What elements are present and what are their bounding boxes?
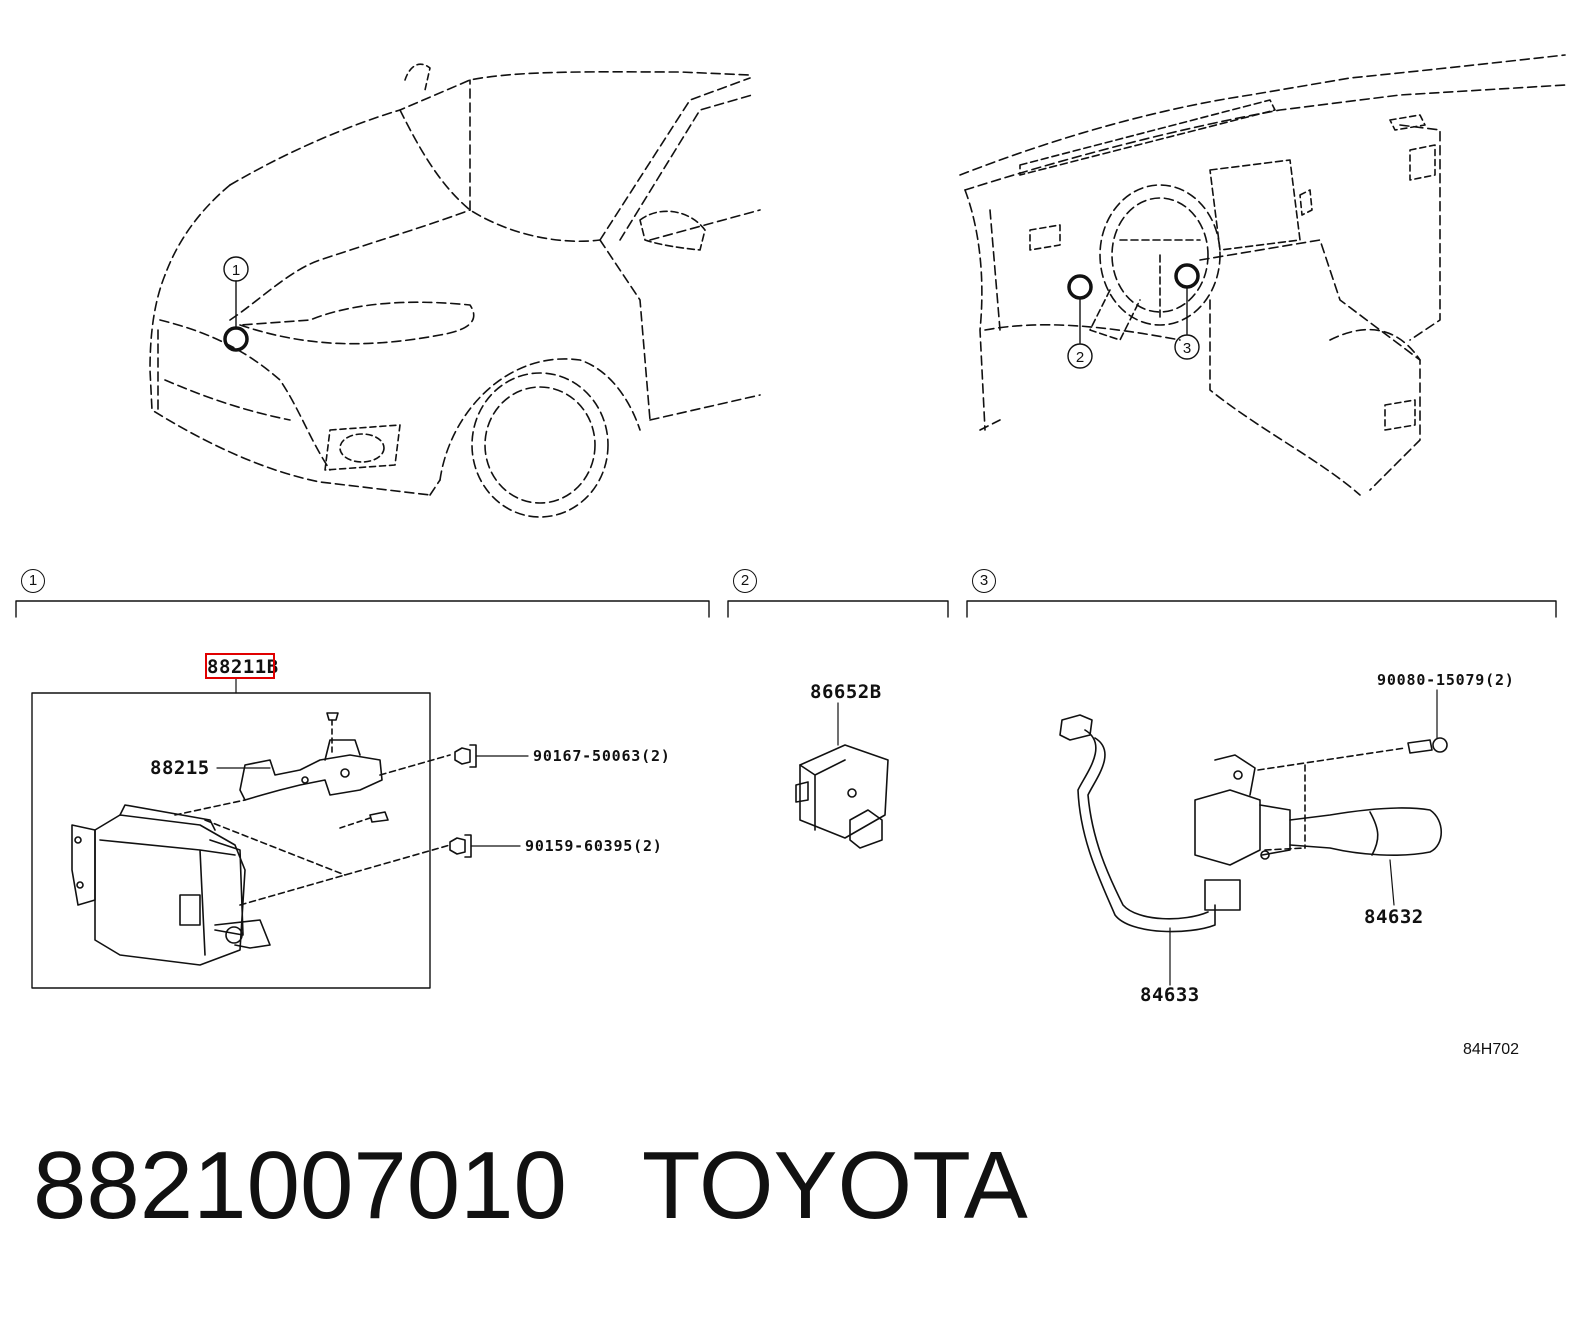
part-label-88211b[interactable]: 88211B <box>207 656 279 678</box>
part-label-86652b[interactable]: 86652B <box>810 681 882 703</box>
section-3-switch <box>1059 689 1448 986</box>
part-label-84632[interactable]: 84632 <box>1364 906 1424 928</box>
part-label-88215[interactable]: 88215 <box>150 757 210 779</box>
footer-brand: TOYOTA <box>641 1132 1028 1239</box>
callout-2-number: 2 <box>1076 349 1084 366</box>
section-2-number: 2 <box>733 569 757 593</box>
footer-part-number: 8821007010 <box>33 1132 567 1239</box>
callout-1-number: 1 <box>232 262 240 279</box>
part-label-90080-15079[interactable]: 90080-15079(2) <box>1377 671 1515 689</box>
section-1-number: 1 <box>21 569 45 593</box>
section-3-number: 3 <box>972 569 996 593</box>
part-label-84633[interactable]: 84633 <box>1140 984 1200 1006</box>
part-label-90159-60395[interactable]: 90159-60395(2) <box>525 837 663 855</box>
section-2-module <box>795 702 889 849</box>
callout-3-number: 3 <box>1183 340 1191 357</box>
car-front-illustration <box>149 63 761 518</box>
diagram-code: 84H702 <box>1463 1041 1520 1058</box>
part-highlight-box <box>205 653 275 679</box>
section-brackets <box>15 600 1557 618</box>
part-label-90167-50063[interactable]: 90167-50063(2) <box>533 747 671 765</box>
dashboard-illustration <box>959 54 1566 496</box>
section-1-assembly <box>31 677 529 989</box>
